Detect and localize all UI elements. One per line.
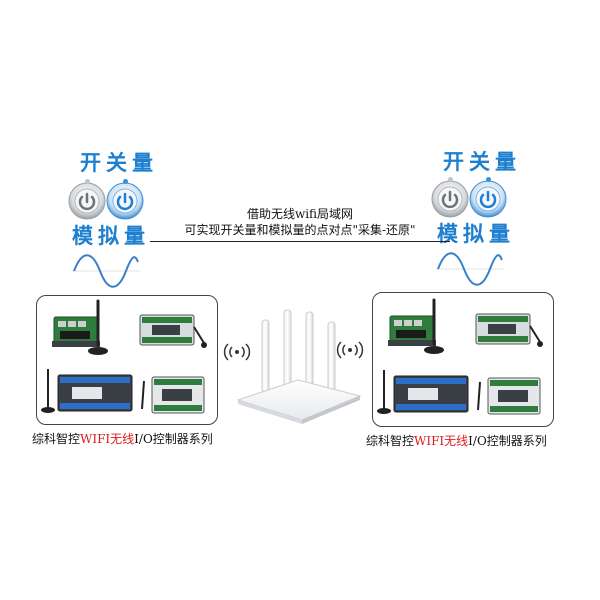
center-caption: 借助无线wifi局域网 可实现开关量和模拟量的点对点"采集-还原": [160, 206, 440, 238]
left-device-illustration: [41, 299, 207, 414]
antenna-icon: [424, 298, 444, 354]
io-controller-module: [475, 313, 543, 347]
indicator-dot: [123, 179, 128, 184]
antenna-icon: [88, 299, 108, 355]
label-highlight: WIFI无线: [414, 434, 469, 448]
right-device-label: 综科智控WIFI无线I/O控制器系列: [366, 432, 547, 449]
antenna-icon: [327, 321, 336, 393]
caption-line-2: 可实现开关量和模拟量的点对点"采集-还原": [184, 223, 416, 237]
io-controller-board: [52, 316, 100, 347]
caption-underline: [150, 241, 450, 242]
wifi-signal-icon: [223, 343, 251, 361]
label-prefix: 综科智控: [366, 434, 415, 448]
io-controller-enclosure: [377, 370, 469, 414]
label-suffix: I/O控制器系列: [134, 432, 213, 446]
io-controller-box: [477, 377, 541, 415]
antenna-icon: [305, 311, 314, 389]
power-icon: [68, 182, 106, 220]
antenna-icon: [261, 319, 270, 393]
right-analog-heading: 模拟量: [437, 222, 515, 246]
left-analog-heading: 模拟量: [72, 224, 150, 248]
left-digital-heading: 开关量: [80, 151, 158, 175]
indicator-dot: [448, 177, 453, 182]
indicator-dot: [85, 179, 90, 184]
sine-wave-icon: [436, 252, 504, 286]
wifi-signal-icon: [336, 341, 364, 359]
io-controller-board: [388, 315, 436, 346]
io-controller-enclosure: [41, 369, 133, 413]
router-icon: [236, 309, 362, 424]
left-device-label: 综科智控WIFI无线I/O控制器系列: [32, 430, 213, 447]
right-device-illustration: [377, 298, 543, 415]
label-highlight: WIFI无线: [80, 432, 135, 446]
right-digital-heading: 开关量: [443, 150, 521, 174]
label-suffix: I/O控制器系列: [468, 434, 547, 448]
label-prefix: 综科智控: [32, 432, 81, 446]
io-controller-module: [139, 314, 207, 348]
caption-line-1: 借助无线wifi局域网: [246, 207, 354, 221]
power-icon: [106, 182, 144, 220]
antenna-icon: [283, 309, 292, 389]
io-controller-box: [141, 376, 205, 414]
sine-wave-icon: [72, 254, 140, 288]
power-icon: [469, 180, 507, 218]
indicator-dot: [486, 177, 491, 182]
